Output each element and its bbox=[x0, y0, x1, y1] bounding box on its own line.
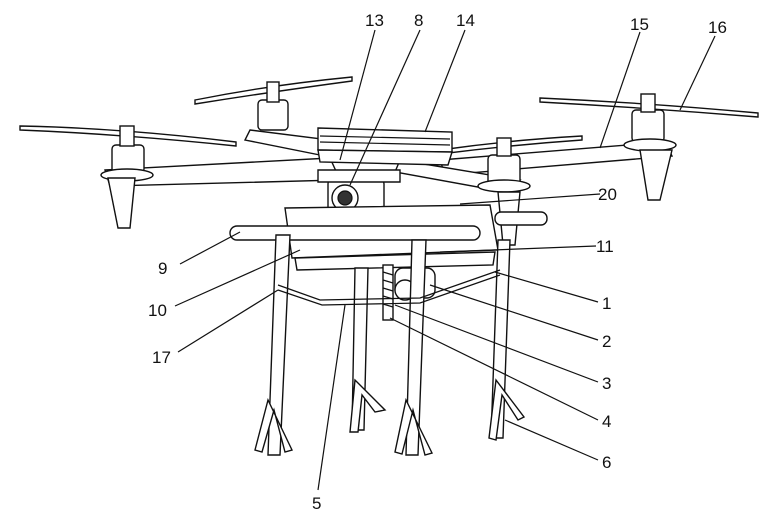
label-16: 16 bbox=[708, 18, 727, 37]
label-20: 20 bbox=[598, 185, 617, 204]
label-17: 17 bbox=[152, 348, 171, 367]
label-2: 2 bbox=[602, 332, 611, 351]
leader-lines bbox=[174, 29, 716, 491]
body-frame bbox=[229, 204, 548, 301]
label-8: 8 bbox=[414, 11, 423, 30]
motors bbox=[100, 81, 677, 193]
part-labels: 13 8 14 15 16 20 9 11 10 1 17 2 3 4 6 5 bbox=[148, 11, 727, 513]
label-14: 14 bbox=[456, 11, 475, 30]
label-3: 3 bbox=[602, 374, 611, 393]
label-4: 4 bbox=[602, 412, 611, 431]
label-6: 6 bbox=[602, 453, 611, 472]
screw-rod bbox=[382, 264, 394, 321]
label-15: 15 bbox=[630, 15, 649, 34]
label-13: 13 bbox=[365, 11, 384, 30]
label-5: 5 bbox=[312, 494, 321, 513]
label-11: 11 bbox=[596, 237, 614, 256]
label-1: 1 bbox=[602, 294, 611, 313]
label-9: 9 bbox=[158, 259, 167, 278]
label-10: 10 bbox=[148, 301, 167, 320]
landing-legs bbox=[254, 234, 526, 456]
battery-box bbox=[317, 127, 453, 166]
